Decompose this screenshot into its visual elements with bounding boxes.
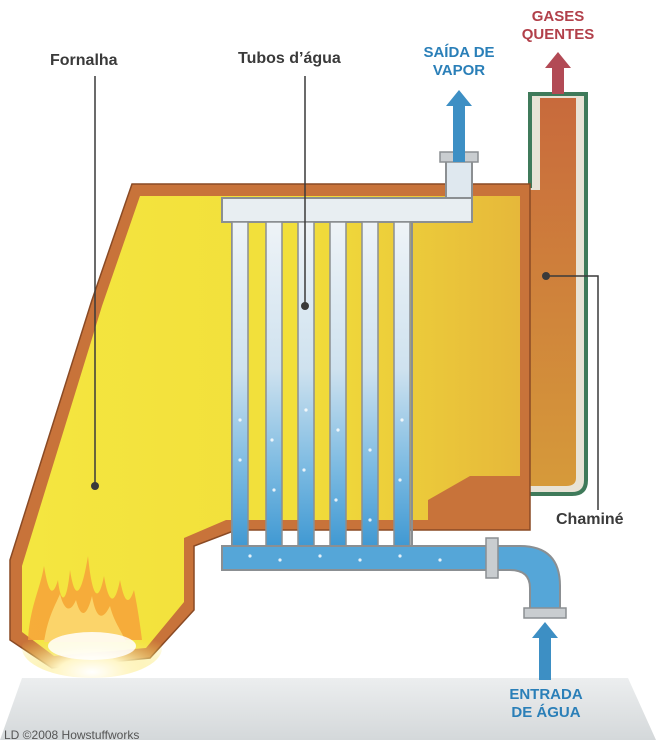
- label-gases-line2: QUENTES: [521, 26, 595, 43]
- label-entrada-de-agua: ENTRADA DE ÁGUA: [498, 686, 594, 722]
- water-in-arrow: [532, 622, 558, 680]
- steam-out-arrow: [446, 90, 472, 162]
- flames: [22, 556, 162, 678]
- chimney-interior: [522, 98, 576, 486]
- label-saida-line2: VAPOR: [432, 62, 486, 79]
- label-entrada-line1: ENTRADA: [509, 686, 583, 703]
- label-chamine: Chaminé: [556, 511, 624, 528]
- label-tubos-dagua: Tubos d’água: [238, 50, 341, 67]
- steam-outlet-pipe: [445, 159, 473, 199]
- water-inlet-pipe: [487, 545, 561, 615]
- label-gases-line1: GASES: [531, 8, 585, 25]
- floor-shadow: [0, 678, 656, 740]
- label-fornalha: Fornalha: [50, 52, 118, 69]
- label-saida-de-vapor: SAÍDA DE VAPOR: [414, 44, 504, 80]
- leader-lines: [94, 76, 599, 510]
- hot-gas-out-arrow: [545, 52, 571, 94]
- label-gases-quentes: GASES QUENTES: [512, 8, 604, 44]
- leader-dots: [91, 272, 550, 490]
- label-saida-line1: SAÍDA DE: [423, 44, 495, 61]
- copyright-credit: LD ©2008 Howstuffworks: [4, 728, 140, 742]
- label-entrada-line2: DE ÁGUA: [511, 704, 581, 721]
